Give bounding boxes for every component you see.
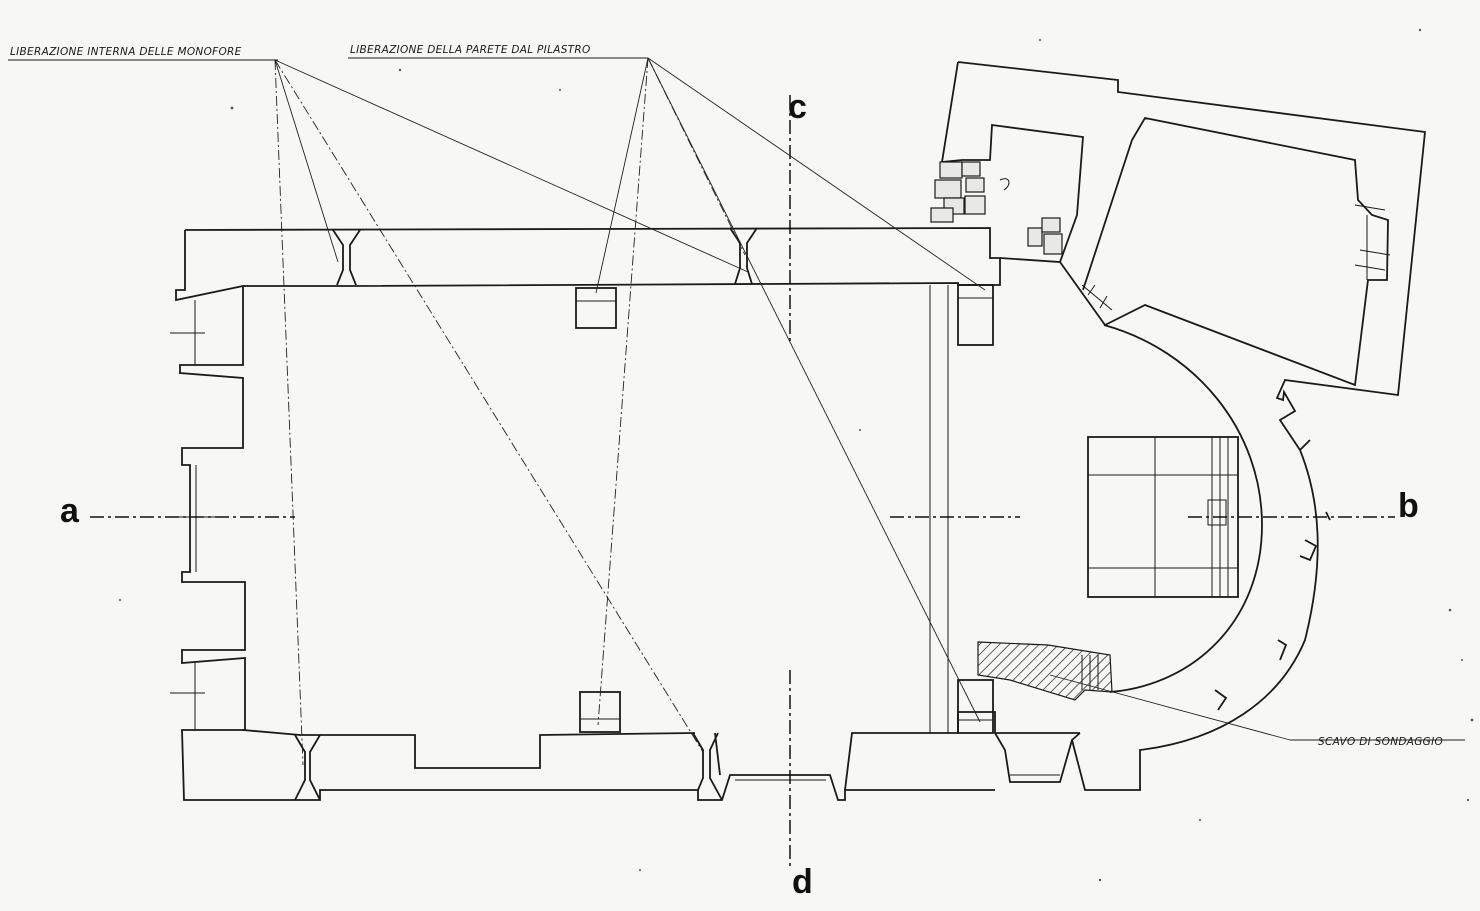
note-scavo: SCAVO DI SONDAGGIO [1318,736,1443,748]
section-label-c: c [788,88,807,126]
section-label-a: a [60,492,80,530]
section-label-b: b [1398,487,1419,525]
section-axes [90,95,1395,870]
leader-lines [8,57,1465,766]
note-monofore: LIBERAZIONE INTERNA DELLE MONOFORE [10,46,242,58]
nave-walls [165,227,1080,801]
pilasters [575,284,994,734]
note-parete-pilastro: LIBERAZIONE DELLA PARETE DAL PILASTRO [350,44,591,56]
paper-specks [119,28,1474,882]
sacristy-annex [930,61,1426,451]
section-label-d: d [792,863,813,901]
apse [977,324,1331,791]
